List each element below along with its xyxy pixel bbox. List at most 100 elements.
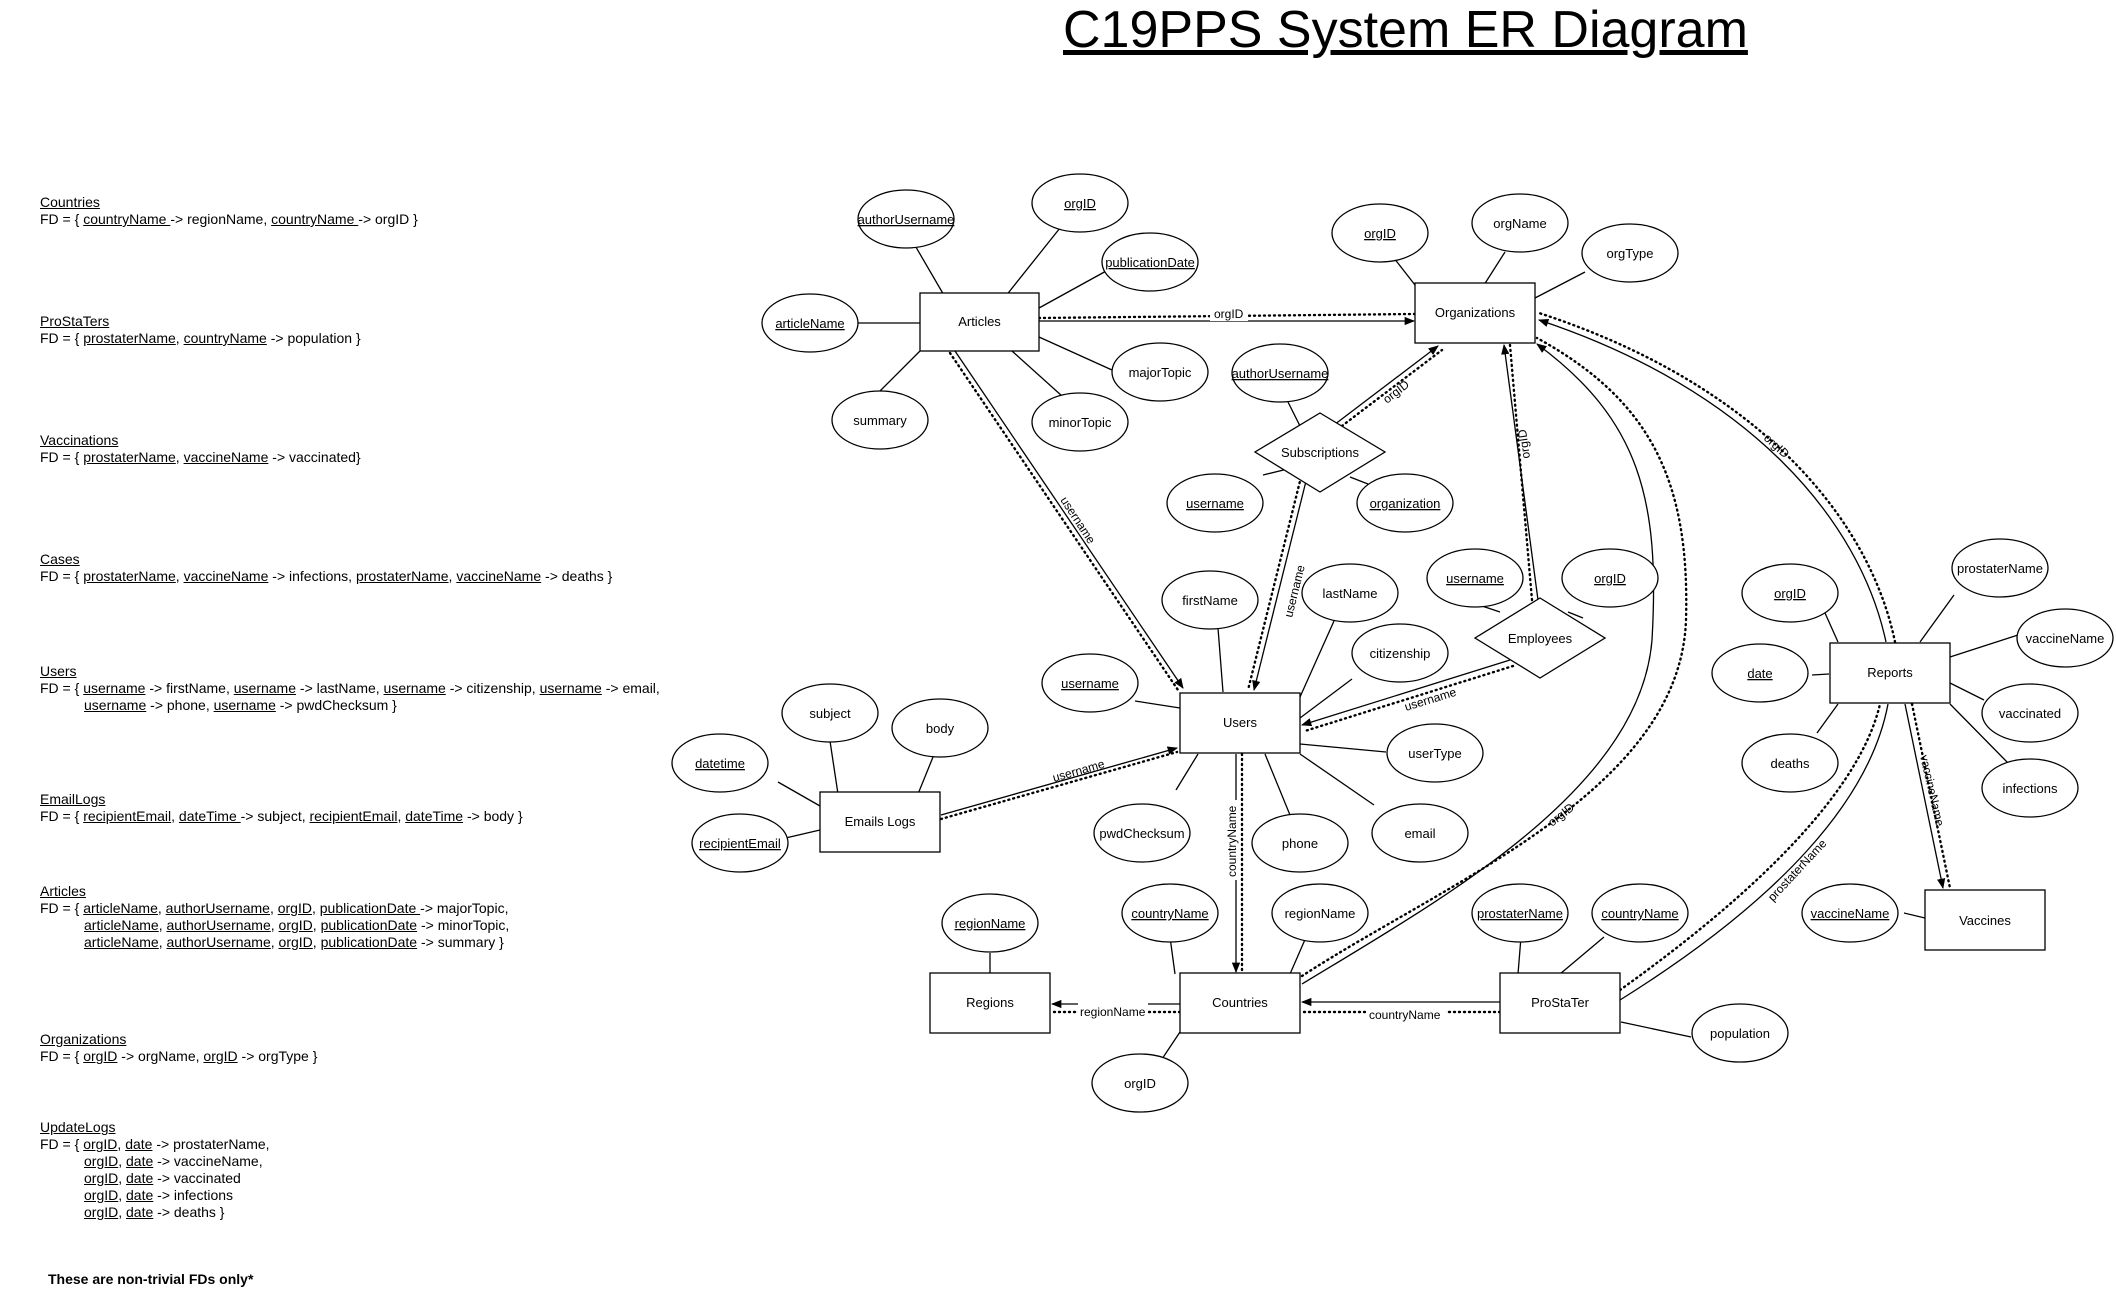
fd-block-heading: Organizations: [40, 1031, 127, 1047]
attribute-articles-article-name[interactable]: articleName: [761, 293, 859, 353]
attribute-users-last-name[interactable]: lastName: [1301, 563, 1399, 623]
attribute-reports-prostater-name[interactable]: prostaterName: [1951, 538, 2049, 598]
edge-label-articles-org: orgID: [1214, 307, 1244, 321]
fd-line: articleName, authorUsername, orgID, publ…: [84, 934, 504, 950]
fd-block-heading: Countries: [40, 194, 100, 210]
attribute-email-body[interactable]: body: [891, 698, 989, 758]
attribute-users-pwd-checksum[interactable]: pwdChecksum: [1093, 803, 1191, 863]
attribute-reports-org-id[interactable]: orgID: [1741, 563, 1839, 623]
attribute-articles-minor-topic[interactable]: minorTopic: [1031, 392, 1129, 452]
attribute-articles-major-topic[interactable]: majorTopic: [1111, 342, 1209, 402]
attribute-countries-country-name[interactable]: countryName: [1121, 883, 1219, 943]
entity-vaccines[interactable]: Vaccines: [1924, 889, 2046, 951]
edge-label-users-countries: countryName: [1225, 805, 1239, 877]
attribute-org-org-name[interactable]: orgName: [1471, 193, 1569, 253]
svg-text:orgID: orgID: [1774, 586, 1806, 601]
attribute-subs-username[interactable]: username: [1166, 473, 1264, 533]
edge-label-prostater-countries: countryName: [1369, 1008, 1441, 1022]
attribute-connectors: [776, 227, 2019, 1063]
attribute-articles-org-id[interactable]: orgID: [1031, 173, 1129, 233]
fd-line: FD = { orgID -> orgName, orgID -> orgTyp…: [40, 1048, 318, 1064]
entity-countries[interactable]: Countries: [1179, 972, 1301, 1034]
edge-label-reports-vaccines: vaccineName: [1917, 754, 1947, 828]
attribute-articles-author-username[interactable]: authorUsername: [857, 189, 955, 249]
fd-line: FD = { prostaterName, vaccineName -> inf…: [40, 568, 613, 584]
entity-regions[interactable]: Regions: [929, 972, 1051, 1034]
fd-line: FD = { prostaterName, countryName -> pop…: [40, 330, 361, 346]
entity-prostater[interactable]: ProStaTer: [1499, 972, 1621, 1034]
attribute-users-email[interactable]: email: [1371, 803, 1469, 863]
attribute-emp-org-id[interactable]: orgID: [1561, 548, 1659, 608]
svg-text:prostaterName: prostaterName: [1957, 561, 2043, 576]
attribute-prostater-prostater-name[interactable]: prostaterName: [1471, 883, 1569, 943]
attribute-reports-deaths[interactable]: deaths: [1741, 733, 1839, 793]
svg-text:Emails Logs: Emails Logs: [845, 814, 916, 829]
svg-text:username: username: [1186, 496, 1244, 511]
svg-text:lastName: lastName: [1323, 586, 1378, 601]
attribute-email-datetime[interactable]: datetime: [671, 733, 769, 793]
svg-text:pwdChecksum: pwdChecksum: [1099, 826, 1184, 841]
edge-label-emp-users: username: [1403, 685, 1458, 714]
attribute-countries-org-id[interactable]: orgID: [1091, 1053, 1189, 1113]
attribute-org-org-id[interactable]: orgID: [1331, 203, 1429, 263]
fd-block-heading: Users: [40, 663, 77, 679]
svg-text:deaths: deaths: [1770, 756, 1810, 771]
attribute-org-org-type[interactable]: orgType: [1581, 223, 1679, 283]
attribute-users-citizenship[interactable]: citizenship: [1351, 623, 1449, 683]
fd-block-heading: UpdateLogs: [40, 1119, 116, 1135]
svg-text:vaccineName: vaccineName: [2026, 631, 2105, 646]
attribute-emp-username[interactable]: username: [1426, 548, 1524, 608]
attribute-email-subject[interactable]: subject: [781, 683, 879, 743]
fd-line: FD = { articleName, authorUsername, orgI…: [40, 900, 509, 916]
entity-users[interactable]: Users: [1179, 692, 1301, 754]
svg-text:orgID: orgID: [1364, 226, 1396, 241]
attribute-users-username[interactable]: username: [1041, 653, 1139, 713]
attribute-users-user-type[interactable]: userType: [1386, 723, 1484, 783]
attribute-subs-organization[interactable]: organization: [1356, 473, 1454, 533]
attribute-users-phone[interactable]: phone: [1251, 813, 1349, 873]
svg-text:Vaccines: Vaccines: [1959, 913, 2011, 928]
attribute-countries-region-name[interactable]: regionName: [1271, 883, 1369, 943]
edge-label-emp-org: orgID: [1515, 428, 1533, 459]
svg-text:phone: phone: [1282, 836, 1318, 851]
attribute-prostater-country-name[interactable]: countryName: [1591, 883, 1689, 943]
svg-text:organization: organization: [1370, 496, 1441, 511]
edge-label-subs-org: orgID: [1380, 377, 1412, 406]
attribute-users-first-name[interactable]: firstName: [1161, 570, 1259, 630]
svg-text:orgType: orgType: [1607, 246, 1654, 261]
svg-text:userType: userType: [1408, 746, 1461, 761]
entity-email-logs[interactable]: Emails Logs: [819, 791, 941, 853]
svg-text:orgName: orgName: [1493, 216, 1546, 231]
svg-text:orgID: orgID: [1594, 571, 1626, 586]
svg-text:orgID: orgID: [1064, 196, 1096, 211]
svg-text:countryName: countryName: [1131, 906, 1208, 921]
attribute-vaccines-vaccine-name[interactable]: vaccineName: [1801, 883, 1899, 943]
fd-line: orgID, date -> infections: [84, 1187, 234, 1203]
svg-text:vaccinated: vaccinated: [1999, 706, 2061, 721]
entity-organizations[interactable]: Organizations: [1414, 282, 1536, 344]
attribute-reports-infections[interactable]: infections: [1981, 758, 2079, 818]
attribute-articles-publication-date[interactable]: publicationDate: [1101, 232, 1199, 292]
attribute-articles-summary[interactable]: summary: [831, 390, 929, 450]
entity-articles[interactable]: Articles: [919, 292, 1040, 352]
relationships: Subscriptions Employees: [1253, 412, 1607, 679]
entity-reports[interactable]: Reports: [1829, 642, 1951, 704]
attribute-reports-date[interactable]: date: [1711, 643, 1809, 703]
attribute-email-recipient-email[interactable]: recipientEmail: [691, 813, 789, 873]
attribute-reports-vaccinated[interactable]: vaccinated: [1981, 683, 2079, 743]
attribute-reports-vaccine-name[interactable]: vaccineName: [2016, 608, 2114, 668]
attribute-regions-region-name[interactable]: regionName: [941, 893, 1039, 953]
fd-block-heading: Articles: [40, 883, 86, 899]
fd-line: orgID, date -> deaths }: [84, 1204, 225, 1220]
relationship-employees[interactable]: Employees: [1473, 597, 1607, 679]
attribute-prostater-population[interactable]: population: [1691, 1003, 1789, 1063]
relationship-subscriptions[interactable]: Subscriptions: [1253, 412, 1387, 493]
attribute-subs-author-username[interactable]: authorUsername: [1231, 343, 1329, 403]
